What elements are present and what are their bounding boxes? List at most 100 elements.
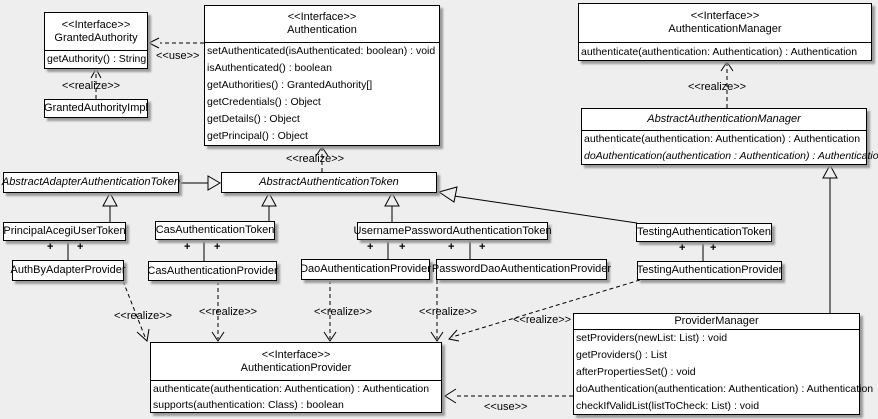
class-dao-authentication-provider: DaoAuthenticationProvider — [300, 259, 431, 280]
arrowhead — [430, 331, 444, 342]
method-list: authenticate(authentication: Authenticat… — [582, 131, 878, 165]
method: setAuthenticated(isAuthenticated: boolea… — [207, 45, 436, 57]
method-list: setProviders(newList: List) : void getPr… — [574, 330, 874, 415]
method: getAuthority() : String — [47, 53, 147, 65]
realize-label: <<realize>> — [286, 153, 345, 165]
method: getCredentials() : Object — [207, 96, 321, 108]
arrowhead — [136, 328, 150, 342]
edge-casauthenticationtoken-generalization — [261, 191, 277, 221]
edge-realize-testingauthenticationprovider — [451, 279, 641, 338]
class-name: ProviderManager — [674, 315, 759, 327]
class-name: AuthenticationManager — [668, 23, 782, 35]
class-name: TestingAuthenticationProvider — [636, 264, 783, 276]
method: authenticate(authentication: Authenticat… — [581, 46, 858, 58]
class-name: AbstractAuthenticationToken — [259, 176, 399, 188]
class-name: TestingAuthenticationToken — [637, 226, 771, 238]
realize-label: <<realize>> — [314, 306, 373, 318]
class-abstract-authentication-token: AbstractAuthenticationToken — [221, 172, 437, 193]
class-name: Authentication — [287, 24, 357, 36]
stereotype: <<Interface>> — [61, 18, 131, 31]
method: isAuthenticated() : boolean — [207, 62, 332, 74]
association-end-label: + — [710, 242, 717, 254]
class-name: AuthenticationProvider — [240, 361, 352, 374]
class-auth-by-adapter-provider: AuthByAdapterProvider — [10, 260, 126, 281]
association-end-label: + — [77, 241, 84, 253]
arrowhead — [211, 331, 225, 342]
class-name: DaoAuthenticationProvider — [300, 263, 431, 275]
realize-label: <<realize>> — [419, 306, 478, 318]
method: getAuthorities() : GrantedAuthority[] — [207, 79, 373, 91]
class-username-password-authentication-token: UsernamePasswordAuthenticationToken — [353, 222, 552, 240]
class-name: UsernamePasswordAuthenticationToken — [353, 224, 552, 237]
method: doAuthentication(authentication : Authen… — [584, 150, 878, 162]
class-authentication: <<Interface>> Authentication setAuthenti… — [204, 5, 440, 146]
use-label: <<use>> — [156, 50, 200, 62]
edge-realize-authbyadapterprovider — [122, 280, 146, 338]
method: authenticate(authentication: Authenticat… — [584, 133, 861, 145]
association-end-label: + — [679, 242, 686, 254]
class-cas-authentication-token: CasAuthenticationToken — [155, 221, 275, 240]
method-list: authenticate(authentication: Authenticat… — [579, 43, 871, 61]
realize-label: <<realize>> — [688, 81, 747, 93]
class-cas-authentication-provider: CasAuthenticationProvider — [147, 261, 278, 281]
class-header: <<Interface>> AuthenticationProvider — [151, 343, 441, 381]
arrowhead — [720, 61, 734, 72]
method: doAuthentication(authentication: Authent… — [576, 383, 874, 395]
realize-label: <<realize>> — [114, 310, 173, 322]
arrowhead — [90, 67, 102, 79]
class-testing-authentication-token: TestingAuthenticationToken — [636, 223, 772, 242]
class-header: AbstractAuthenticationManager — [582, 109, 866, 131]
association-end-label: + — [479, 241, 486, 253]
association-end-label: + — [184, 241, 191, 253]
method: setProviders(newList: List) : void — [576, 332, 728, 344]
edge-providermanager-generalization — [822, 163, 838, 313]
class-header: <<Interface>> Authentication — [205, 6, 439, 43]
stereotype: <<Interface>> — [287, 11, 357, 23]
association-end-label: + — [367, 241, 374, 253]
class-header: ProviderManager — [574, 314, 859, 330]
stereotype: <<Interface>> — [261, 348, 331, 361]
class-password-dao-authentication-provider: PasswordDaoAuthenticationProvider — [432, 259, 611, 280]
method: authenticate(authentication: Authenticat… — [153, 383, 430, 395]
class-principal-acegi-user-token: PrincipalAcegiUserToken — [3, 222, 126, 241]
class-granted-authority-impl: GrantedAuthorityImpl — [44, 99, 148, 118]
association-end-label: + — [448, 241, 455, 253]
class-name: GrantedAuthority — [54, 31, 138, 44]
class-granted-authority: <<Interface>> GrantedAuthority getAuthor… — [44, 12, 148, 69]
edge-principalacegiusertoken-generalization — [102, 191, 118, 222]
arrowhead — [323, 331, 337, 342]
realize-label: <<realize>> — [62, 80, 121, 92]
arrowhead — [315, 146, 329, 157]
method: getDetails() : Object — [207, 113, 300, 125]
class-name: CasAuthenticationToken — [155, 224, 275, 236]
class-abstract-adapter-authentication-token: AbstractAdapterAuthenticationToken — [1, 172, 181, 193]
class-name: GrantedAuthorityImpl — [44, 102, 148, 114]
method-list: getAuthority() : String — [45, 51, 147, 68]
method: getProviders() : List — [576, 349, 668, 361]
class-authentication-manager: <<Interface>> AuthenticationManager auth… — [578, 3, 872, 61]
class-name: AuthByAdapterProvider — [10, 264, 126, 276]
class-name: PrincipalAcegiUserToken — [3, 225, 126, 237]
association-end-label: + — [214, 241, 221, 253]
class-abstract-authentication-manager: AbstractAuthenticationManager authentica… — [581, 108, 878, 165]
class-header: <<Interface>> GrantedAuthority — [45, 13, 147, 51]
association-end-label: + — [399, 241, 406, 253]
method: getPrincipal() : Object — [207, 130, 308, 142]
method-list: setAuthenticated(isAuthenticated: boolea… — [205, 43, 439, 145]
edge-usernamepasswordauthenticationtoken-generalization — [384, 191, 400, 222]
edge-abstractadapterauthenticationtoken-generalization — [179, 175, 221, 191]
class-name: CasAuthenticationProvider — [147, 264, 278, 277]
arrowhead — [448, 329, 460, 342]
class-name: AbstractAuthenticationManager — [647, 113, 801, 125]
method: supports(authentication: Class) : boolea… — [153, 399, 344, 411]
method-list: authenticate(authentication: Authenticat… — [151, 381, 441, 413]
class-name: AbstractAdapterAuthenticationToken — [1, 176, 181, 188]
class-provider-manager: ProviderManager setProviders(newList: Li… — [573, 313, 874, 415]
realize-label: <<realize>> — [513, 314, 572, 326]
arrowhead — [444, 388, 457, 404]
association-end-label: + — [47, 241, 54, 253]
use-label: <<use>> — [484, 401, 528, 413]
method: afterPropertiesSet() : void — [576, 366, 696, 378]
